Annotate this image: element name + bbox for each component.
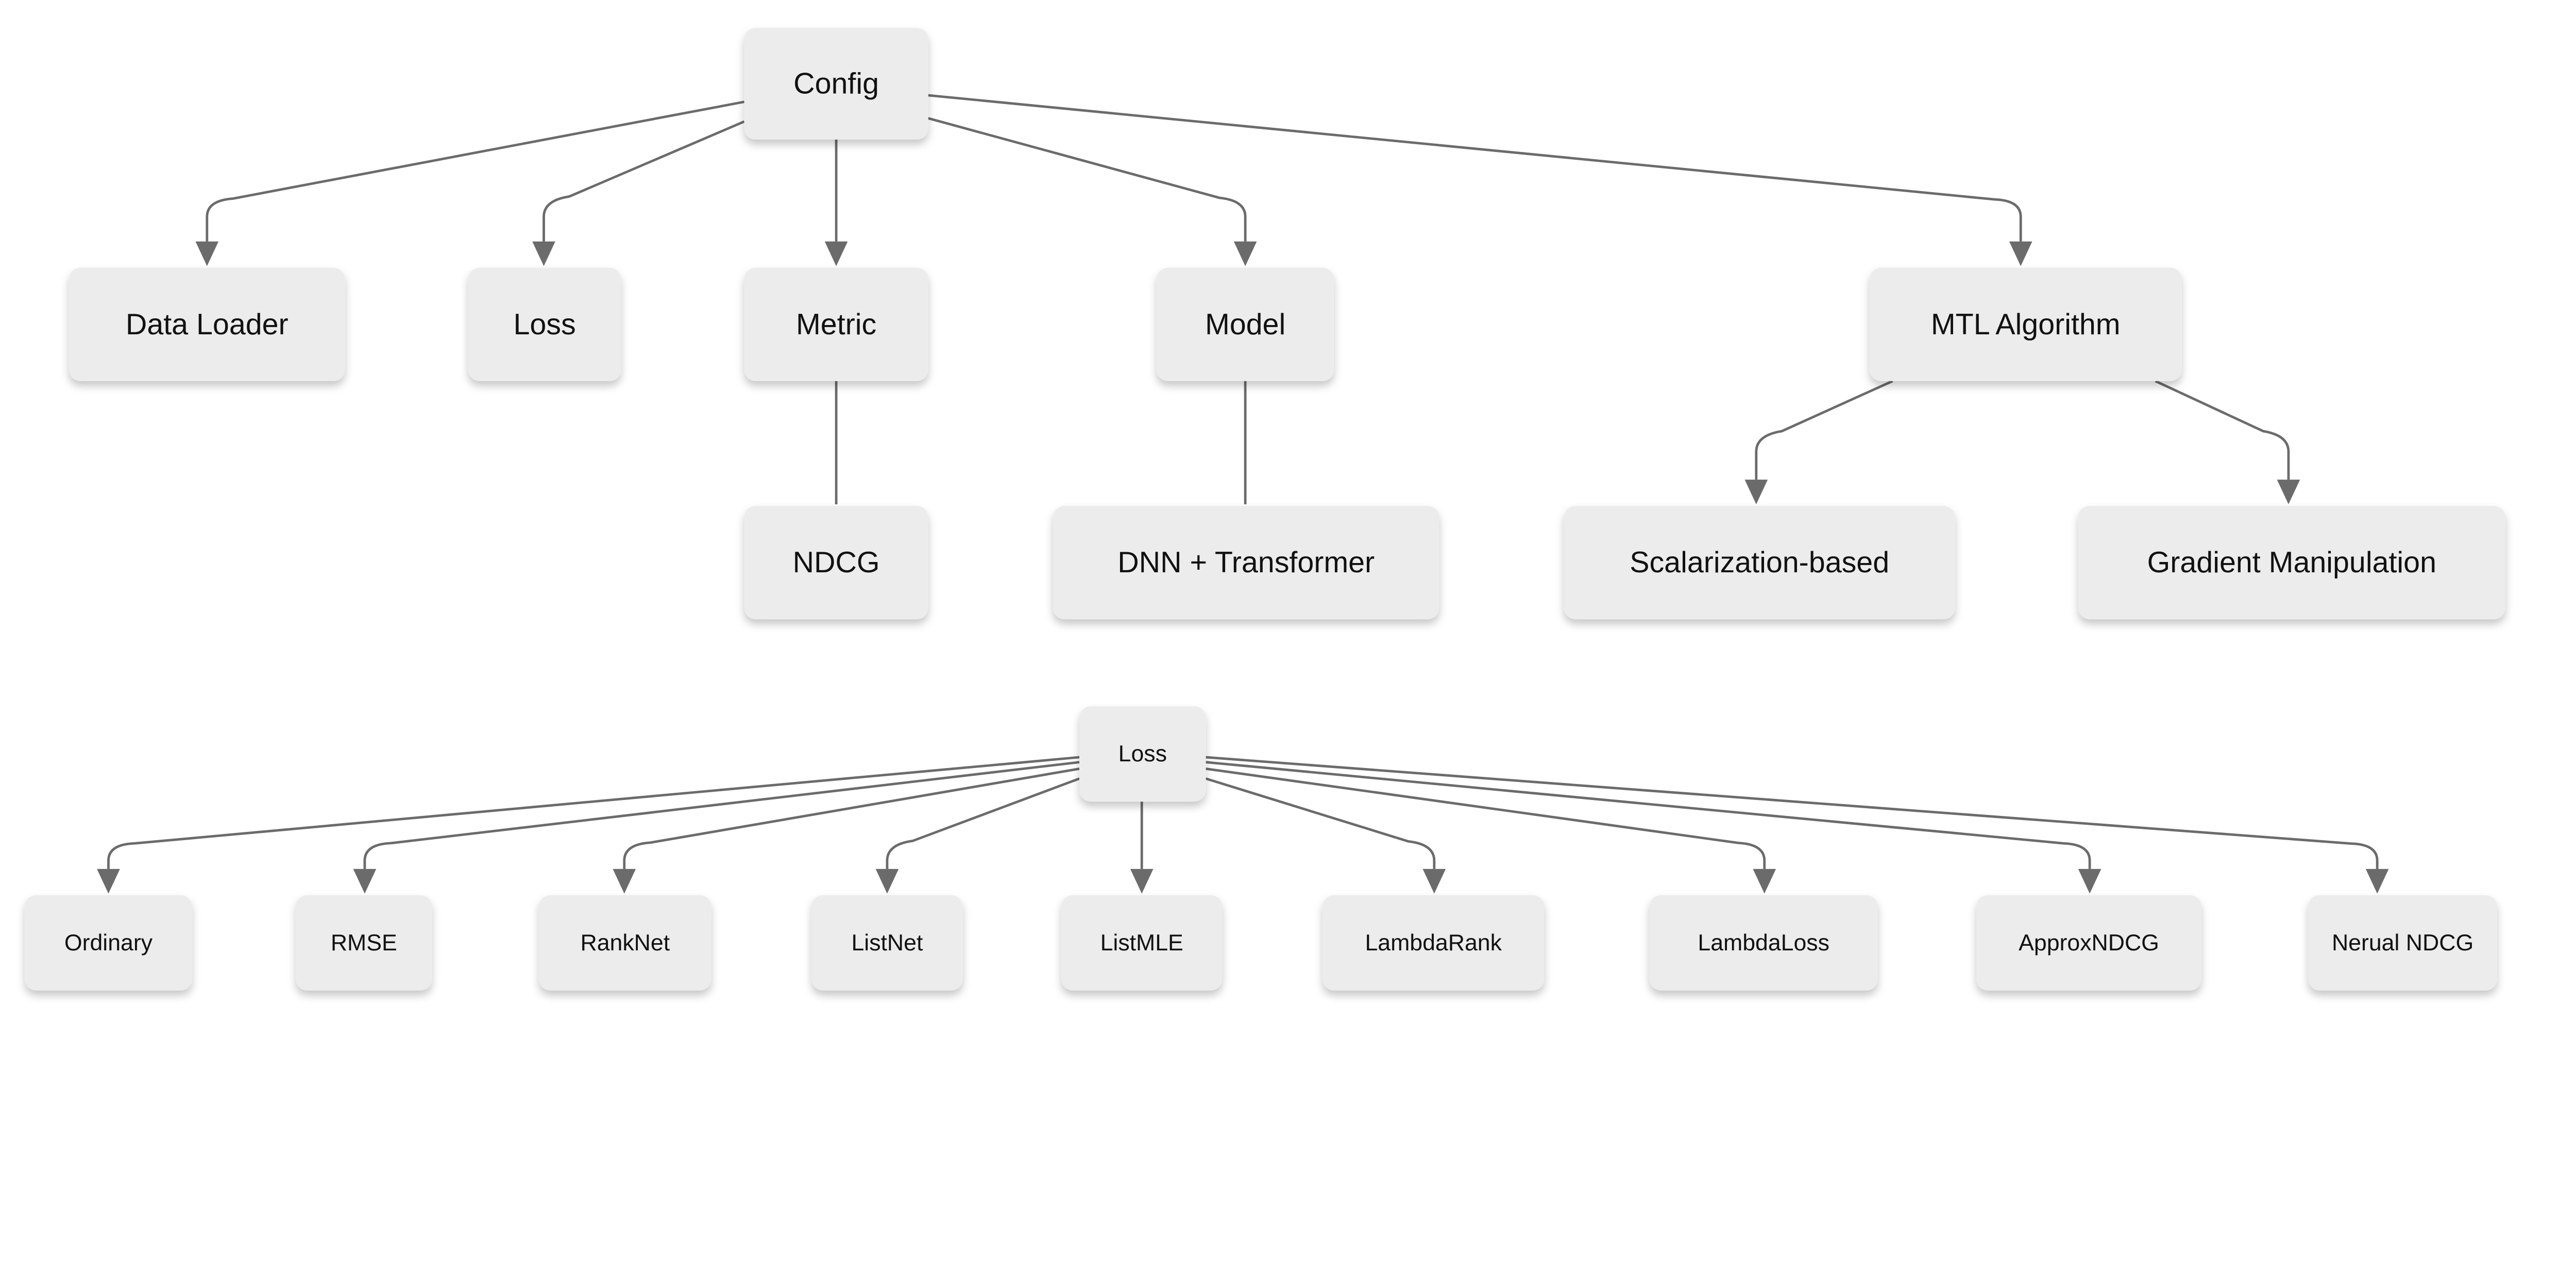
arrowhead-icon [2365, 868, 2389, 894]
edge-loss2-to-listnet [886, 777, 1080, 869]
node-label: NDCG [793, 546, 880, 579]
node-label: Model [1205, 308, 1285, 341]
node-ranknet: RankNet [538, 895, 711, 991]
node-label: Nerual NDCG [2332, 930, 2473, 956]
arrowhead-icon [532, 241, 555, 266]
edge-config-to-model [928, 117, 1247, 242]
node-box [2308, 895, 2497, 991]
arrowhead-icon [1422, 868, 1446, 894]
node-ordinary: Ordinary [24, 895, 193, 991]
arrowhead-icon [195, 241, 219, 266]
node-box [295, 895, 432, 991]
node-data-loader: Data Loader [69, 267, 345, 381]
edge-config-to-data_loader [206, 100, 744, 242]
node-model: Model [1156, 267, 1334, 381]
node-gradient: Gradient Manipulation [2078, 506, 2505, 620]
node-box [2078, 506, 2505, 620]
node-label: LambdaLoss [1698, 930, 1829, 956]
node-label: Metric [796, 308, 876, 341]
node-label: ApproxNDCG [2019, 930, 2159, 956]
node-label: LambdaRank [1365, 930, 1502, 956]
node-neuralndcg: Nerual NDCG [2308, 895, 2497, 991]
node-scalarization: Scalarization-based [1564, 506, 1955, 620]
node-listnet: ListNet [811, 895, 963, 991]
node-label: DNN + Transformer [1117, 546, 1375, 579]
node-listmle: ListMLE [1061, 895, 1223, 991]
node-box [1649, 895, 1878, 991]
edge-loss2-to-ranknet [623, 767, 1080, 869]
node-label: Config [793, 67, 879, 100]
node-box [1156, 267, 1334, 381]
node-box [468, 267, 621, 381]
node-box [744, 28, 928, 140]
node-box [1322, 895, 1545, 991]
node-rmse: RMSE [295, 895, 432, 991]
node-label: MTL Algorithm [1931, 308, 2121, 341]
node-lambdaloss: LambdaLoss [1649, 895, 1878, 991]
node-box [744, 506, 928, 620]
node-metric: Metric [744, 267, 928, 381]
edges-layer [97, 94, 2389, 894]
edge-loss2-to-approxndcg [1206, 761, 2091, 869]
node-box [1976, 895, 2201, 991]
edge-loss2-to-neuralndcg [1206, 756, 2379, 869]
arrowhead-icon [875, 868, 899, 894]
node-label: Scalarization-based [1630, 546, 1889, 579]
arrowhead-icon [2277, 480, 2300, 504]
arrowhead-icon [2078, 868, 2102, 894]
edge-mtl-to-gradient [2155, 380, 2290, 480]
node-loss: Loss [468, 267, 621, 381]
node-approxndcg: ApproxNDCG [1976, 895, 2201, 991]
edge-config-to-loss [543, 120, 745, 242]
node-label: ListNet [851, 930, 923, 956]
node-label: ListMLE [1100, 930, 1183, 956]
node-label: Loss [513, 308, 575, 341]
node-label: Gradient Manipulation [2147, 546, 2436, 579]
arrowhead-icon [1744, 480, 1768, 504]
edge-mtl-to-scalarization [1755, 380, 1893, 480]
arrowhead-icon [613, 868, 636, 894]
arrowhead-icon [824, 241, 848, 266]
node-box [1564, 506, 1955, 620]
arrowhead-icon [2009, 241, 2032, 266]
node-box [744, 267, 928, 381]
node-mtl: MTL Algorithm [1869, 267, 2182, 381]
node-box [69, 267, 345, 381]
node-box [811, 895, 963, 991]
node-ndcg: NDCG [744, 506, 928, 620]
node-label: Loss [1118, 741, 1167, 766]
edge-loss2-to-ordinary [107, 756, 1080, 869]
node-label: RankNet [581, 930, 670, 956]
node-config: Config [744, 28, 928, 140]
node-lambdarank: LambdaRank [1322, 895, 1545, 991]
edge-loss2-to-lambdarank [1205, 777, 1436, 869]
edge-loss2-to-lambdaloss [1206, 767, 1766, 869]
node-label: Data Loader [126, 308, 289, 341]
arrowhead-icon [97, 868, 120, 894]
edge-loss2-to-rmse [363, 761, 1080, 869]
node-label: RMSE [331, 930, 397, 956]
arrowhead-icon [1130, 868, 1154, 894]
node-box [1053, 506, 1439, 620]
arrowhead-icon [353, 868, 377, 894]
node-dnn: DNN + Transformer [1053, 506, 1439, 620]
node-loss2: Loss [1079, 706, 1206, 802]
edge-config-to-mtl [928, 94, 2022, 242]
node-box [1061, 895, 1223, 991]
node-label: Ordinary [64, 930, 153, 956]
node-box [1079, 706, 1206, 802]
arrowhead-icon [1753, 868, 1776, 894]
arrowhead-icon [1233, 241, 1257, 266]
node-box [538, 895, 711, 991]
node-box [1869, 267, 2182, 381]
node-box [24, 895, 193, 991]
